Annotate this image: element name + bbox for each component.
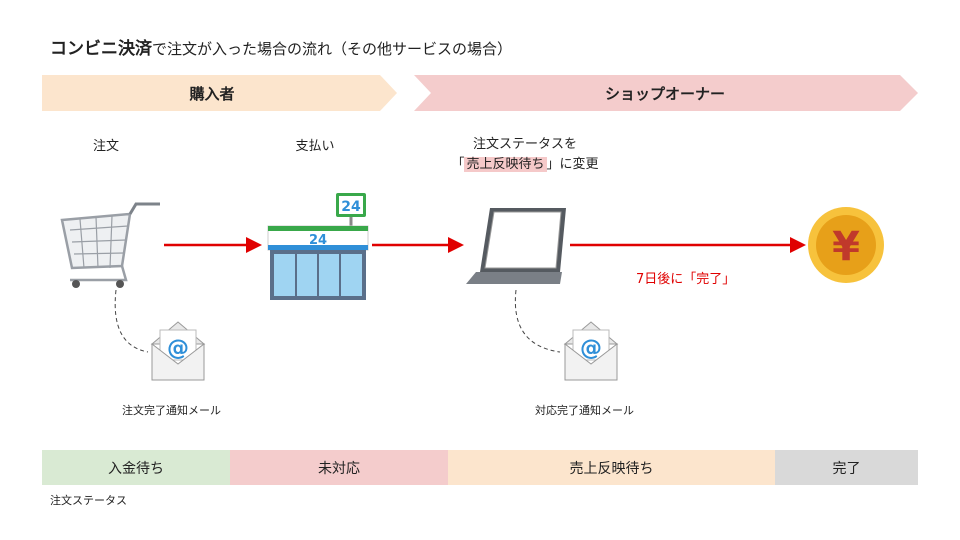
- bracket-close: 」に変更: [546, 157, 599, 172]
- status-awaiting-payment: 入金待ち: [42, 450, 230, 485]
- yen-symbol: ¥: [832, 224, 860, 270]
- handling-complete-mail-label: 対応完了通知メール: [535, 404, 634, 417]
- dashed-connector-handling-mail: [514, 289, 561, 353]
- status-label-line1: 注文ステータスを: [472, 137, 577, 152]
- order-complete-mail-label: 注文完了通知メール: [122, 404, 221, 417]
- step-order-label: 注文: [92, 139, 119, 154]
- arrowhead-laptop-to-yen: [790, 237, 806, 253]
- status-label-line2: 「売上反映待ち」に変更: [440, 155, 610, 175]
- status-complete: 完了: [775, 450, 918, 485]
- step-payment-label: 支払い: [295, 139, 335, 154]
- page-title: コンビニ決済で注文が入った場合の流れ（その他サービスの場合）: [50, 34, 512, 59]
- status-caption: 注文ステータス: [50, 494, 127, 507]
- email-envelope-icon: @: [150, 321, 206, 381]
- owner-band-label: ショップオーナー: [604, 85, 725, 103]
- store-sign-front: 24: [309, 233, 327, 248]
- title-rest: で注文が入った場合の流れ（その他サービスの場合）: [152, 40, 513, 58]
- flow-arrows: [164, 237, 806, 253]
- svg-text:@: @: [167, 336, 189, 361]
- bracket-open: 「: [451, 157, 465, 172]
- svg-text:@: @: [580, 336, 602, 361]
- dashed-connector-order-mail: [114, 289, 149, 353]
- arrowhead-cart-to-store: [246, 237, 262, 253]
- title-bold: コンビニ決済: [50, 39, 152, 59]
- step-status-label: 注文ステータスを 「売上反映待ち」に変更: [440, 135, 610, 175]
- shopping-cart-icon: [60, 202, 160, 288]
- status-awaiting-sales: 売上反映待ち: [448, 450, 775, 485]
- convenience-store-icon: 24 24: [267, 193, 369, 300]
- store-sign-top: 24: [341, 199, 361, 215]
- laptop-icon: [466, 208, 566, 284]
- buyer-band-shape: [42, 75, 397, 111]
- owner-band-shape: [414, 75, 918, 111]
- yen-coin-icon: ¥: [808, 207, 884, 283]
- email-envelope-icon: @: [563, 321, 619, 381]
- completion-note: 7日後に「完了」: [636, 272, 736, 287]
- status-highlight: 売上反映待ち: [464, 157, 547, 172]
- arrowhead-store-to-laptop: [448, 237, 464, 253]
- buyer-band-label: 購入者: [189, 85, 235, 103]
- status-unhandled: 未対応: [230, 450, 448, 485]
